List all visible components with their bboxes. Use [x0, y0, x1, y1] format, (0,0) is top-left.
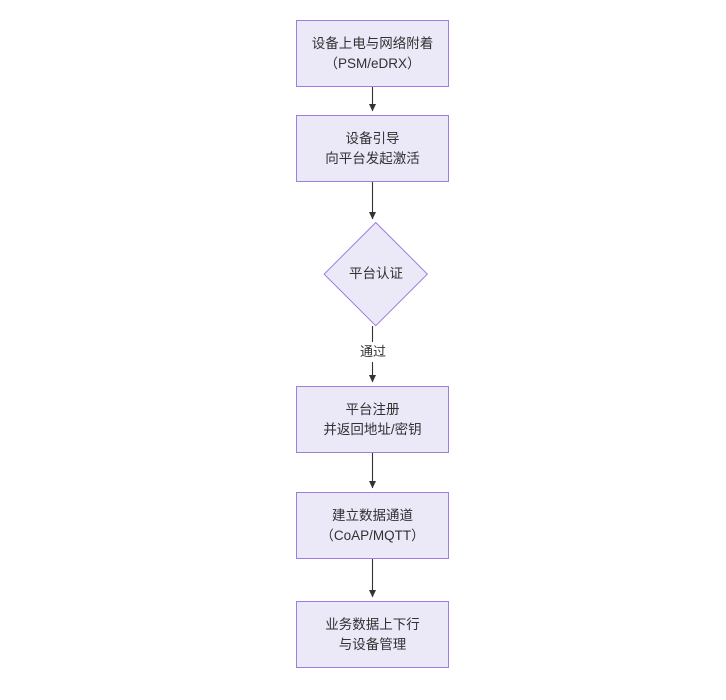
node-register-line-1: 平台注册 — [345, 401, 400, 417]
node-business-data-and-device-management[interactable]: 业务数据上下行 与设备管理 — [296, 601, 449, 668]
node-data-line-1: 业务数据上下行 — [325, 616, 420, 632]
node-device-power-on[interactable]: 设备上电与网络附着 （PSM/eDRX） — [296, 20, 449, 87]
node-boot-line-2: 向平台发起激活 — [325, 150, 420, 166]
node-platform-authentication[interactable]: 平台认证 — [324, 222, 428, 326]
node-platform-registration[interactable]: 平台注册 并返回地址/密钥 — [296, 386, 449, 453]
node-power-line-1: 设备上电与网络附着 — [311, 35, 434, 51]
node-register-line-2: 并返回地址/密钥 — [323, 421, 422, 437]
edge-label-pass: 通过 — [356, 342, 390, 362]
node-data-line-2: 与设备管理 — [338, 636, 407, 652]
node-device-bootstrap[interactable]: 设备引导 向平台发起激活 — [296, 115, 449, 182]
node-establish-data-channel[interactable]: 建立数据通道 （CoAP/MQTT） — [296, 492, 449, 559]
node-auth-label: 平台认证 — [349, 266, 403, 281]
node-boot-line-1: 设备引导 — [345, 130, 400, 146]
node-channel-line-1: 建立数据通道 — [332, 507, 413, 523]
node-power-line-2: （PSM/eDRX） — [324, 55, 421, 71]
node-channel-line-2: （CoAP/MQTT） — [320, 527, 425, 543]
